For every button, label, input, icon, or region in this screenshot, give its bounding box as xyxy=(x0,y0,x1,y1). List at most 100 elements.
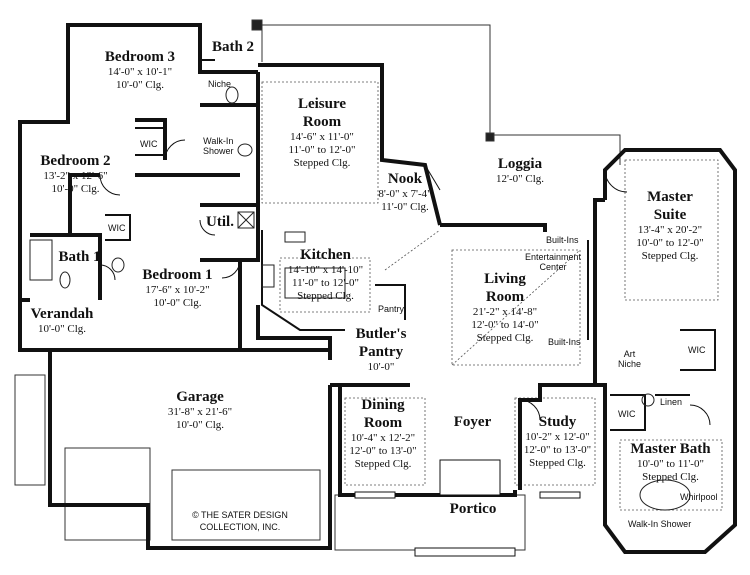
room-ceiling: 10'-0" Clg. xyxy=(153,297,202,310)
room-dimensions: 10'-0" to 11'-0" xyxy=(637,458,704,470)
room-name: Dining xyxy=(361,397,405,413)
label-wic-bedroom2: WIC xyxy=(108,223,126,233)
room-loggia: Loggia 12'-0" Clg. xyxy=(480,155,560,186)
room-ceiling: 11'-0" to 12'-0" xyxy=(288,144,356,157)
wall-garage-west xyxy=(48,350,332,550)
room-name: Butler's xyxy=(355,326,407,342)
nook-diagonal xyxy=(384,229,441,271)
interior-walls xyxy=(105,59,716,431)
room-bedroom2: Bedroom 2 13'-2" x 12'-6" 10'-0" Clg. xyxy=(28,152,123,196)
wic-bedroom2 xyxy=(105,214,131,241)
label-art: Art xyxy=(623,349,636,359)
walls xyxy=(18,23,737,554)
loggia-outline xyxy=(261,24,621,165)
room-ceiling: 10'-0" Clg. xyxy=(115,79,165,92)
room-name: Bedroom 2 xyxy=(40,153,111,169)
room-dimensions: 10'-4" x 12'-2" xyxy=(350,432,416,444)
room-ceiling-type: Stepped Clg. xyxy=(476,332,534,345)
kitchen-island xyxy=(284,267,346,299)
room-name: Room xyxy=(363,415,403,431)
kitchen-range xyxy=(261,264,275,288)
room-name: Leisure xyxy=(297,96,347,112)
room-name: Study xyxy=(538,414,577,430)
room-dimensions: 8'-0" x 7'-4" xyxy=(378,188,432,200)
garage-door-right xyxy=(171,469,321,541)
room-name: Bedroom 3 xyxy=(104,49,176,65)
room-ceiling: 10'-0" Clg. xyxy=(37,323,87,335)
room-ceiling: 10'-0" Clg. xyxy=(175,419,225,432)
wall-nook xyxy=(440,223,547,232)
label-whirlpool: Whirlpool xyxy=(680,492,718,502)
wall-bedroom3-west xyxy=(18,70,70,235)
room-dimensions: 10'-2" x 12'-0" xyxy=(525,431,590,443)
room-name: Portico xyxy=(449,501,497,517)
ceiling-outlines xyxy=(261,81,723,511)
room-name: Kitchen xyxy=(300,247,351,263)
room-dining: Dining Room 10'-4" x 12'-2" 12'-0" to 13… xyxy=(338,396,428,472)
doors xyxy=(99,139,711,426)
whirlpool-tub xyxy=(639,479,691,511)
room-ceiling: Stepped Clg. xyxy=(642,471,699,484)
window-front-study xyxy=(539,491,581,499)
wall-bedroom2-south xyxy=(68,173,100,235)
room-ceiling-type: Stepped Clg. xyxy=(529,457,586,470)
room-butlers-pantry: Butler's Pantry 10'-0" xyxy=(348,325,414,374)
room-bath1: Bath 1 xyxy=(52,248,107,266)
door-master-bath xyxy=(689,404,711,426)
room-master-suite: Master Suite 13'-4" x 20'-2" 10'-0" to 1… xyxy=(625,188,715,264)
room-name: Room xyxy=(302,114,342,130)
room-name: Master Bath xyxy=(630,441,711,457)
room-name: Verandah xyxy=(30,306,94,322)
door-nook xyxy=(424,164,441,191)
room-living: Living Room 21'-2" x 14'-8" 12'-0" to 14… xyxy=(450,270,560,346)
room-ceiling: 11'-0" to 12'-0" xyxy=(292,277,359,290)
shower-bath1 xyxy=(29,239,53,281)
room-dimensions: 13'-2" x 12'-6" xyxy=(43,170,108,182)
copyright-line1: © THE SATER DESIGN xyxy=(192,510,288,520)
label-wic-master-bath: WIC xyxy=(618,409,636,419)
window-portico-left xyxy=(439,459,501,496)
study-ceiling-outline xyxy=(514,397,596,486)
room-ceiling: 11'-0" Clg. xyxy=(381,201,429,214)
room-ceiling-type: Stepped Clg. xyxy=(641,250,699,263)
sink-bath1 xyxy=(111,257,125,273)
copyright-notice: © THE SATER DESIGN COLLECTION, INC. xyxy=(185,510,295,533)
label-entertainment: Entertainment xyxy=(525,252,582,262)
room-bedroom3: Bedroom 3 14'-0" x 10'-1" 10'-0" Clg. xyxy=(95,48,185,92)
room-kitchen: Kitchen 14'-10" x 14'-10" 11'-0" to 12'-… xyxy=(278,246,373,304)
label-art-niche-word: Niche xyxy=(618,358,642,369)
loggia-post-right xyxy=(485,132,495,142)
wall-verandah xyxy=(18,300,50,352)
label-niche: Niche xyxy=(208,79,232,89)
room-dimensions: 13'-4" x 20'-2" xyxy=(637,224,703,236)
room-ceiling-type: Stepped Clg. xyxy=(293,157,351,170)
room-master-bath: Master Bath 10'-0" to 11'-0" Stepped Clg… xyxy=(618,440,723,484)
room-name: Room xyxy=(485,289,525,305)
room-name: Suite xyxy=(653,207,687,223)
room-name: Util. xyxy=(206,214,234,230)
room-dimensions: 14'-6" x 11'-0" xyxy=(290,131,354,143)
wall-master-bath xyxy=(603,405,737,554)
wall-util xyxy=(200,203,260,262)
room-name: Pantry xyxy=(358,344,404,360)
room-study: Study 10'-2" x 12'-0" 12'-0" to 13'-0" S… xyxy=(510,413,605,471)
door-master xyxy=(604,169,628,193)
toilet-bath1 xyxy=(59,271,71,289)
fixtures xyxy=(29,86,691,511)
copyright-line2: COLLECTION, INC. xyxy=(199,521,281,532)
label-builtins-top: Built-Ins xyxy=(546,235,579,245)
room-name: Living xyxy=(484,271,526,287)
room-ceiling: 12'-0" to 13'-0" xyxy=(523,444,592,457)
room-dimensions: 21'-2" x 14'-8" xyxy=(472,306,538,318)
room-bedroom1: Bedroom 1 17'-6" x 10'-2" 10'-0" Clg. xyxy=(130,266,225,310)
kitchen-sink xyxy=(284,231,306,243)
room-foyer: Foyer xyxy=(440,413,505,431)
room-ceiling: 10'-0" xyxy=(367,361,395,373)
window-portico-bottom xyxy=(414,547,516,557)
label-center: Center xyxy=(539,261,567,272)
garage-side-bay xyxy=(14,374,46,486)
room-name: Foyer xyxy=(453,414,492,430)
door-bedroom1 xyxy=(221,259,241,279)
room-garage: Garage 31'-8" x 21'-6" 10'-0" Clg. xyxy=(150,388,250,432)
